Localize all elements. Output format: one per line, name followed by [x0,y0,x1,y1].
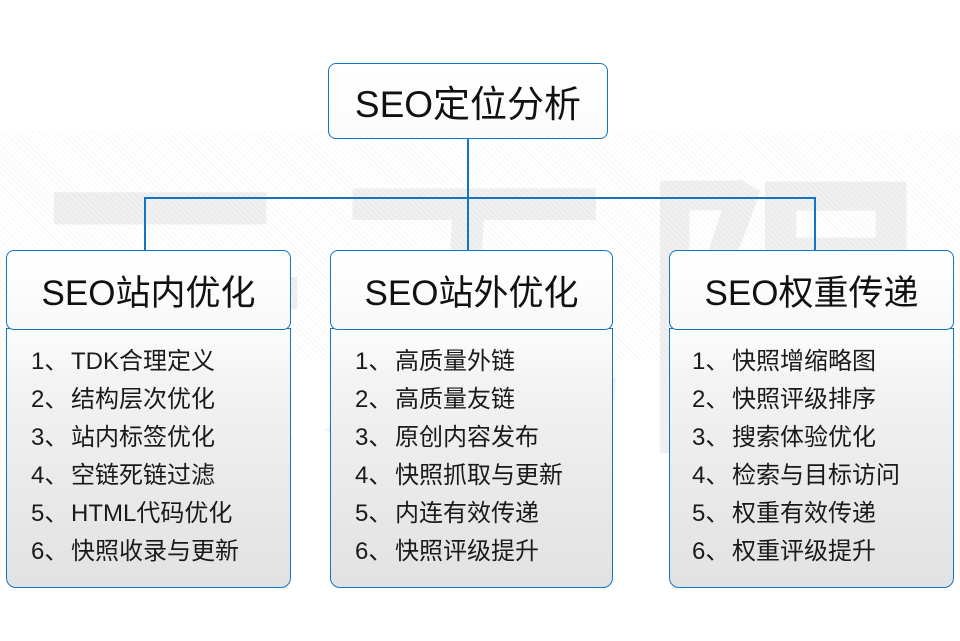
root-node[interactable]: SEO定位分析 [328,63,608,139]
list-item-label: 搜索体验优化 [732,424,876,451]
list-item-number: 4、 [31,462,69,489]
list-item-number: 5、 [692,500,730,527]
connector-branch-middle [467,197,469,253]
list-item-label: 空链死链过滤 [71,462,215,489]
list-item-number: 4、 [355,462,393,489]
list-item-number: 6、 [692,538,730,565]
branch-body-seo-weight: 1、 快照增缩略图 2、 快照评级排序 3、 搜索体验优化 4、 检索与目标访问… [669,328,954,588]
list-item-number: 2、 [692,386,730,413]
list-item-label: 内连有效传递 [395,500,539,527]
list-item-number: 1、 [355,348,393,375]
list-item[interactable]: 2、 高质量友链 [355,381,612,419]
branch-item-list: 1、 TDK合理定义 2、 结构层次优化 3、 站内标签优化 4、 空链死链过滤… [7,343,290,571]
list-item-number: 6、 [355,538,393,565]
list-item[interactable]: 5、 HTML代码优化 [31,495,290,533]
list-item-label: 结构层次优化 [71,386,215,413]
branch-column-seo-offsite: SEO站外优化 1、 高质量外链 2、 高质量友链 3、 原创内容发布 4、 快 [330,250,613,588]
list-item[interactable]: 3、 搜索体验优化 [692,419,953,457]
list-item-number: 6、 [31,538,69,565]
list-item-label: 快照增缩略图 [732,348,876,375]
list-item[interactable]: 1、 TDK合理定义 [31,343,290,381]
list-item-label: TDK合理定义 [71,348,215,375]
list-item[interactable]: 5、 内连有效传递 [355,495,612,533]
list-item-number: 3、 [692,424,730,451]
list-item-number: 1、 [692,348,730,375]
list-item[interactable]: 3、 原创内容发布 [355,419,612,457]
list-item-number: 5、 [31,500,69,527]
list-item[interactable]: 3、 站内标签优化 [31,419,290,457]
branch-header-seo-onsite[interactable]: SEO站内优化 [6,250,291,330]
connector-horizontal-bus [144,197,816,199]
list-item[interactable]: 6、 快照收录与更新 [31,533,290,571]
list-item[interactable]: 4、 空链死链过滤 [31,457,290,495]
list-item-label: 快照抓取与更新 [395,462,563,489]
branch-body-seo-onsite: 1、 TDK合理定义 2、 结构层次优化 3、 站内标签优化 4、 空链死链过滤… [6,328,291,588]
branch-item-list: 1、 高质量外链 2、 高质量友链 3、 原创内容发布 4、 快照抓取与更新 5… [331,343,612,571]
branch-header-title: SEO权重传递 [704,273,919,313]
list-item[interactable]: 4、 快照抓取与更新 [355,457,612,495]
list-item-label: 检索与目标访问 [732,462,900,489]
list-item-label: 原创内容发布 [395,424,539,451]
list-item-number: 4、 [692,462,730,489]
connector-branch-right [814,197,816,253]
list-item[interactable]: 6、 权重评级提升 [692,533,953,571]
list-item-label: 高质量外链 [395,348,515,375]
connector-root-stem [467,139,469,199]
branch-item-list: 1、 快照增缩略图 2、 快照评级排序 3、 搜索体验优化 4、 检索与目标访问… [670,343,953,571]
root-node-title: SEO定位分析 [354,84,582,125]
list-item[interactable]: 1、 高质量外链 [355,343,612,381]
list-item-label: 快照评级提升 [395,538,539,565]
list-item-label: 高质量友链 [395,386,515,413]
list-item[interactable]: 5、 权重有效传递 [692,495,953,533]
branch-column-seo-onsite: SEO站内优化 1、 TDK合理定义 2、 结构层次优化 3、 站内标签优化 4… [6,250,291,588]
branch-header-title: SEO站外优化 [364,273,579,313]
branch-header-seo-weight[interactable]: SEO权重传递 [669,250,954,330]
list-item-label: 权重有效传递 [732,500,876,527]
list-item[interactable]: 2、 结构层次优化 [31,381,290,419]
list-item[interactable]: 6、 快照评级提升 [355,533,612,571]
list-item-number: 5、 [355,500,393,527]
connector-branch-left [144,197,146,253]
list-item-number: 3、 [355,424,393,451]
list-item-label: 站内标签优化 [71,424,215,451]
list-item[interactable]: 1、 快照增缩略图 [692,343,953,381]
list-item-label: 快照收录与更新 [71,538,239,565]
list-item-label: 权重评级提升 [732,538,876,565]
list-item-number: 2、 [355,386,393,413]
list-item-number: 3、 [31,424,69,451]
list-item[interactable]: 4、 检索与目标访问 [692,457,953,495]
branch-column-seo-weight: SEO权重传递 1、 快照增缩略图 2、 快照评级排序 3、 搜索体验优化 4、 [669,250,954,588]
branch-body-seo-offsite: 1、 高质量外链 2、 高质量友链 3、 原创内容发布 4、 快照抓取与更新 5… [330,328,613,588]
branch-header-title: SEO站内优化 [41,273,256,313]
list-item-label: 快照评级排序 [732,386,876,413]
list-item[interactable]: 2、 快照评级排序 [692,381,953,419]
list-item-number: 1、 [31,348,69,375]
list-item-label: HTML代码优化 [71,500,233,527]
list-item-number: 2、 [31,386,69,413]
branch-header-seo-offsite[interactable]: SEO站外优化 [330,250,613,330]
